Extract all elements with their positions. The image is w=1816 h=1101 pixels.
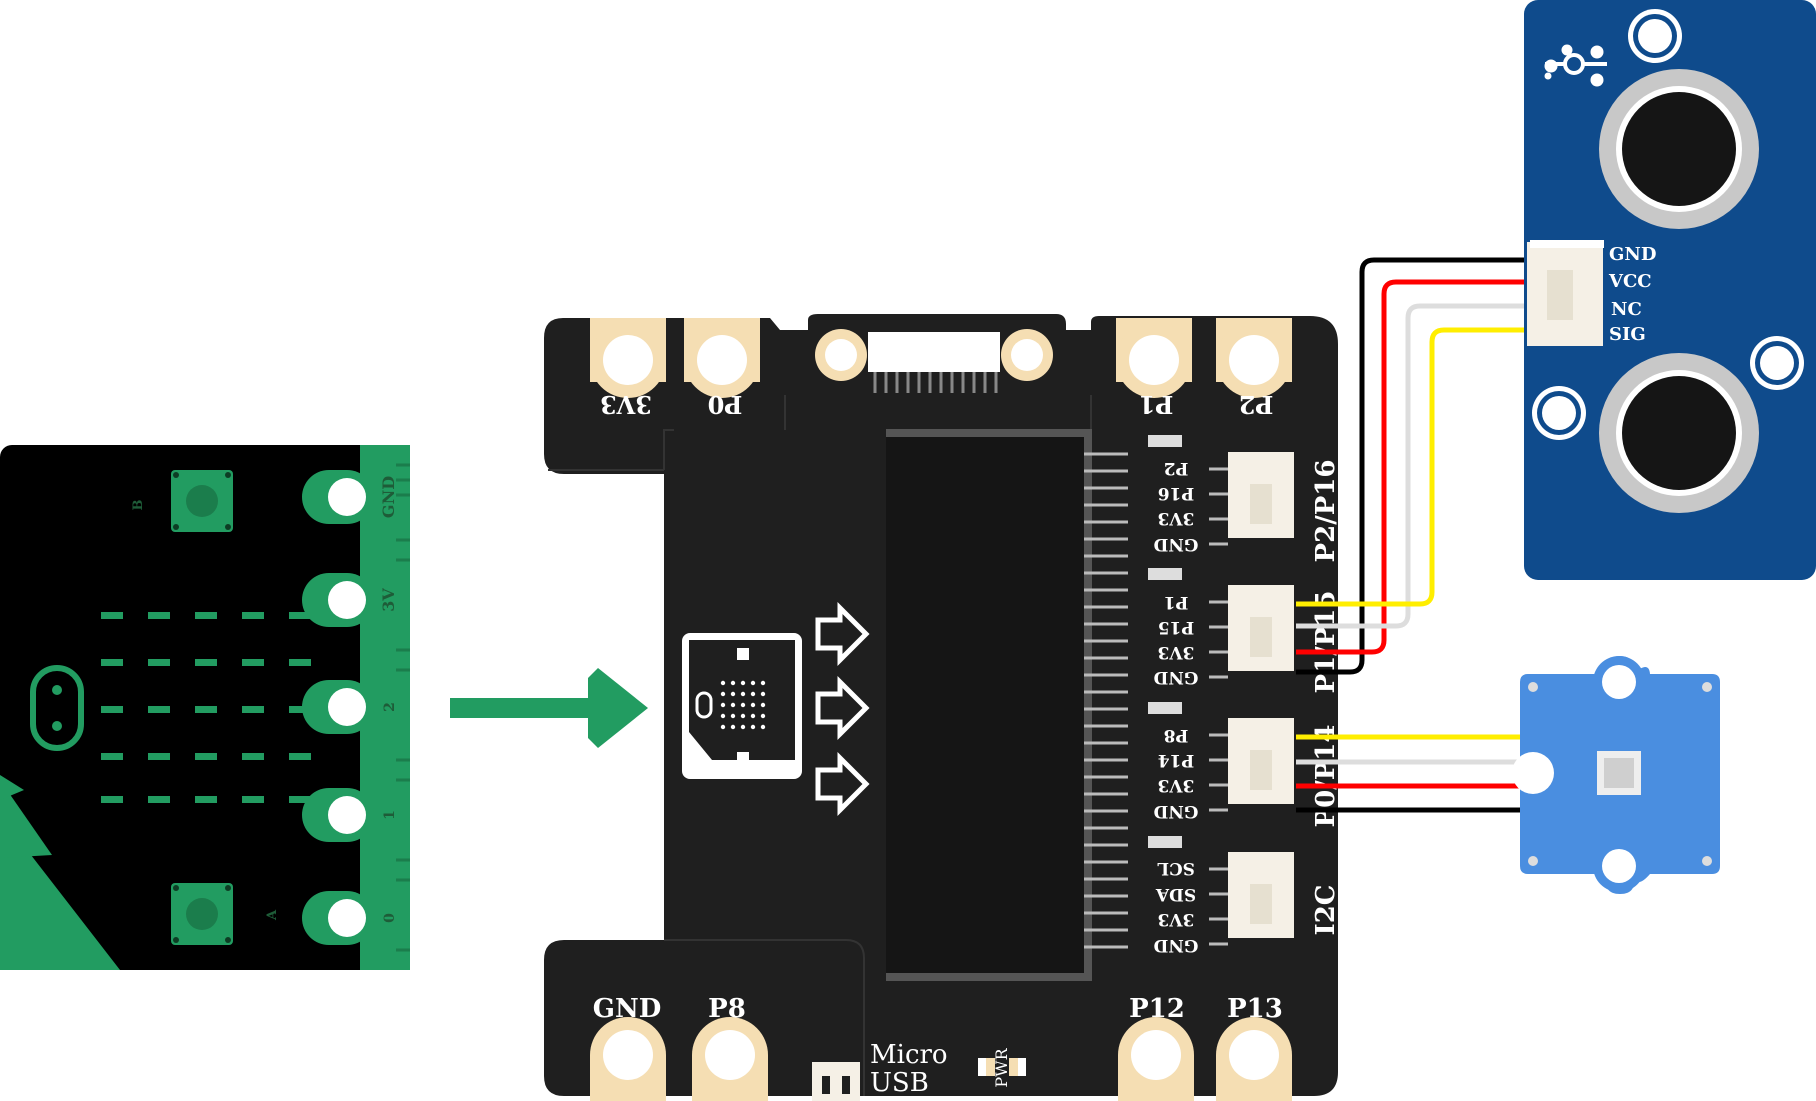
pad-label-p1: P1 [1139, 390, 1174, 419]
wire-red-vcc [1296, 279, 1530, 655]
brand-logo-icon [1544, 44, 1607, 87]
insert-arrow-icon [450, 668, 648, 748]
micro-usb-label-line-1: Micro [870, 1040, 948, 1070]
microbit-outline-icon [682, 633, 802, 779]
expansion-board: 3V3 P0 P1 P2 [544, 314, 1341, 1101]
microbit-button-a-label: A [265, 909, 280, 921]
micro-usb-port [812, 1062, 860, 1101]
transducer-top [1599, 69, 1759, 229]
wire-black-gnd [1296, 257, 1530, 675]
insert-direction-icons [815, 601, 870, 817]
top-header-connector [815, 329, 1053, 393]
sensor-pin-gnd: GND [1609, 244, 1656, 265]
port-p0p14-pin-1: P8 [1164, 725, 1189, 745]
microbit-pin-label-3v: 3V [379, 588, 398, 612]
port-p2p16-pin-4: GND [1153, 534, 1198, 554]
sensor-connector [1527, 240, 1604, 346]
microbit-button-a [171, 883, 233, 945]
microbit-button-b [171, 470, 233, 532]
microbit: GND 3V 2 1 0 B A [0, 445, 410, 970]
port-p1p15-pin-3: 3V3 [1158, 642, 1195, 662]
microbit-led-matrix [101, 612, 311, 803]
port-p2p16-pin-3: 3V3 [1158, 508, 1195, 528]
port-p2p16-pin-2: P16 [1158, 483, 1194, 503]
port-p1p15-pin-4: GND [1153, 667, 1198, 687]
port-p0p14-pin-3: 3V3 [1158, 775, 1195, 795]
port-name-i2c: I2C [1311, 885, 1341, 936]
board-top-pads [590, 318, 1292, 398]
sensor-pin-sig: SIG [1609, 324, 1646, 345]
grove-port-p2-p16 [1209, 452, 1294, 546]
microbit-pin-rings [302, 470, 374, 945]
microbit-pin-label-1: 1 [382, 810, 398, 820]
sensor-pin-nc: NC [1611, 299, 1642, 320]
pwr-label: PWR [992, 1047, 1011, 1087]
board-bottom-pads [590, 1017, 1292, 1101]
port-i2c-pin-2: SDA [1155, 884, 1196, 904]
port-name-p1-p15: P1/P15 [1311, 591, 1341, 694]
rgb-led-icon [1597, 751, 1641, 795]
port-pin-labels: P2 P16 3V3 GND P1 P15 3V3 GND P8 P14 3V3… [1153, 458, 1198, 955]
wires-to-led-module [1296, 734, 1530, 813]
port-p1p15-pin-1: P1 [1164, 592, 1189, 612]
port-i2c-pin-1: SCL [1157, 858, 1195, 878]
port-p2p16-pin-1: P2 [1164, 458, 1189, 478]
microbit-logo [30, 665, 84, 751]
port-p0p14-pin-2: P14 [1158, 750, 1195, 770]
pad-label-gnd: GND [593, 994, 662, 1024]
microbit-button-b-label: B [131, 500, 146, 511]
wires-to-ultrasonic [1296, 257, 1530, 675]
pad-label-p8: P8 [708, 994, 746, 1024]
pad-label-p13: P13 [1227, 994, 1283, 1024]
grove-port-p1-p15 [1209, 585, 1294, 679]
microbit-pin-label-0: 0 [382, 913, 398, 923]
port-marker-bars [1148, 435, 1182, 848]
rgb-led-module [1512, 656, 1720, 894]
pad-label-p12: P12 [1129, 994, 1185, 1024]
port-name-p2-p16: P2/P16 [1311, 460, 1341, 563]
edge-connector-ruler [396, 463, 410, 952]
pwr-led [978, 1058, 1026, 1076]
pad-label-p2: P2 [1239, 390, 1274, 419]
port-p0p14-pin-4: GND [1153, 801, 1198, 821]
microbit-pin-label-gnd: GND [379, 476, 398, 518]
micro-usb-label-line-2: USB [870, 1068, 929, 1098]
ultrasonic-sensor: GND VCC NC SIG [1524, 0, 1816, 580]
sensor-pin-vcc: VCC [1608, 271, 1652, 292]
port-i2c-pin-3: 3V3 [1158, 909, 1195, 929]
grove-port-p0-p14 [1209, 718, 1294, 812]
pad-label-3v3: 3V3 [600, 390, 652, 419]
port-p1p15-pin-2: P15 [1158, 617, 1194, 637]
transducer-bottom [1599, 353, 1759, 513]
microbit-pin-label-2: 2 [382, 702, 398, 712]
microbit-edge-slot [886, 429, 1128, 981]
grove-port-i2c [1209, 852, 1294, 946]
wire-yellow-sig [1296, 327, 1530, 607]
wire-white-nc [1296, 303, 1530, 629]
pad-label-p0: P0 [708, 390, 743, 419]
port-i2c-pin-4: GND [1153, 935, 1198, 955]
